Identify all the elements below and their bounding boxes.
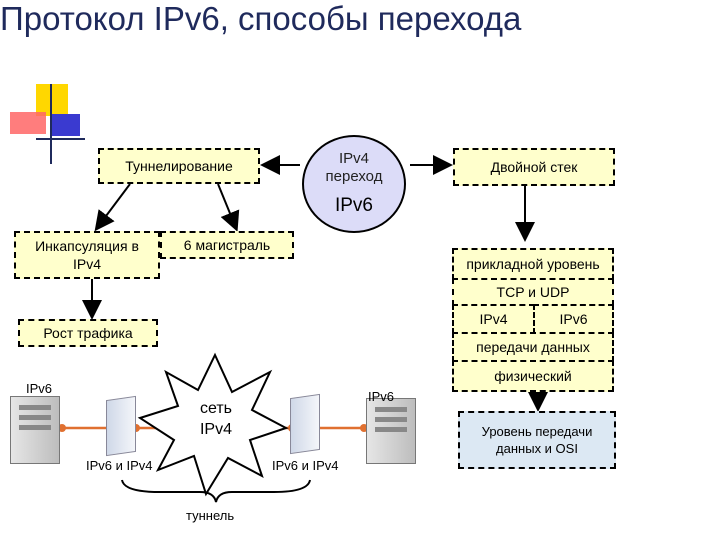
ipv4-network-cloud: [137, 352, 289, 497]
router-icon: [106, 395, 136, 457]
cloud-label-line1: сеть: [199, 400, 233, 417]
backbone-label: 6 магистраль: [183, 237, 271, 253]
arrow-to-encapsulation: [94, 183, 131, 232]
cloud-label-line2: IPv4: [199, 421, 232, 438]
logo-hline: [36, 138, 85, 140]
tunneling-box: Туннелирование: [98, 148, 260, 184]
stack-application-row: прикладной уровень: [452, 248, 614, 280]
stack-application-label: прикладной уровень: [466, 256, 600, 272]
stack-ipv4-label: IPv4: [479, 311, 508, 327]
left-router-label: IPv6 и IPv4: [86, 458, 153, 473]
backbone-box: 6 магистраль: [160, 231, 294, 259]
traffic-growth-box: Рост трафика: [18, 319, 158, 347]
logo-decoration: [10, 84, 85, 164]
stack-ipv4-cell: IPv4: [452, 304, 535, 334]
transition-ellipse: [302, 135, 406, 233]
logo-blue-square: [50, 114, 80, 136]
logo-red-square: [10, 112, 46, 134]
osi-label-line2: данных и OSI: [496, 441, 578, 456]
stack-physical-label: физический: [494, 368, 572, 384]
left-host-label: IPv6: [26, 381, 53, 396]
logo-vline: [50, 84, 52, 164]
drive-bay: [375, 407, 407, 412]
dual-stack-box: Двойной стек: [453, 148, 615, 186]
stack-transport-row: TCP и UDP: [452, 278, 614, 306]
ellipse-ipv6-label: IPv6: [334, 195, 374, 216]
arrow-to-backbone: [217, 183, 240, 232]
page-title: Протокол IPv6, способы перехода: [0, 0, 522, 37]
ellipse-transition-label: переход: [325, 168, 383, 185]
encapsulation-label-line2: IPv4: [72, 256, 101, 272]
ellipse-ipv4-label: IPv4: [338, 150, 369, 167]
stack-datalink-label: передачи данных: [476, 339, 590, 355]
drive-bay: [375, 417, 407, 422]
drive-bay: [375, 427, 407, 432]
drive-bay: [19, 405, 51, 410]
tunneling-label: Туннелирование: [125, 158, 233, 174]
stack-ipv6-label: IPv6: [559, 311, 588, 327]
stack-physical-row: физический: [452, 360, 614, 392]
tunnel-brace: [121, 479, 311, 503]
link-dot: [58, 424, 66, 432]
osi-box: Уровень передачи данных и OSI: [458, 411, 616, 469]
drive-bay: [19, 415, 51, 420]
logo-yellow-square: [36, 84, 68, 116]
right-host-label: IPv6: [368, 389, 395, 404]
stack-datalink-row: передачи данных: [452, 332, 614, 362]
encapsulation-box: Инкапсуляция в IPv4: [14, 231, 160, 279]
computer-icon: [366, 398, 416, 464]
dual-stack-label: Двойной стек: [490, 159, 578, 175]
right-router-label: IPv6 и IPv4: [272, 458, 339, 473]
drive-bay: [19, 425, 51, 430]
tunnel-label: туннель: [186, 508, 235, 523]
encapsulation-label-line1: Инкапсуляция в: [35, 238, 139, 254]
stack-ipv6-cell: IPv6: [533, 304, 614, 334]
traffic-growth-label: Рост трафика: [43, 325, 133, 341]
computer-icon: [10, 396, 60, 464]
stack-transport-label: TCP и UDP: [496, 284, 570, 300]
router-icon: [290, 393, 320, 455]
osi-label-line1: Уровень передачи: [481, 424, 593, 439]
